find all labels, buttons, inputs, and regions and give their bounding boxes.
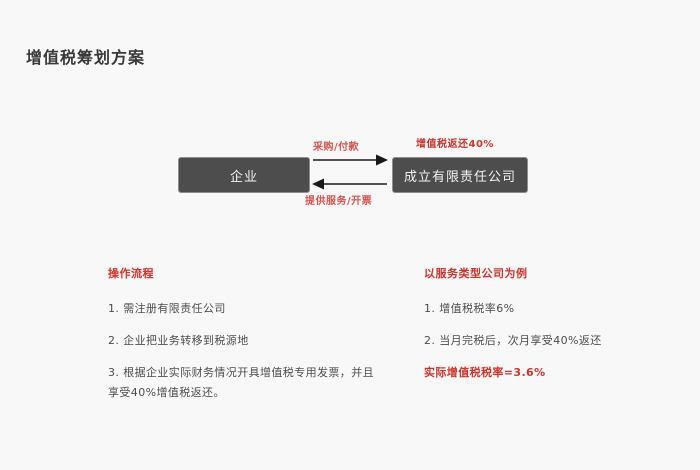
diagram-node-new-company: 成立有限责任公司 xyxy=(392,157,528,193)
diagram-annotation-vat-refund: 增值税返还40% xyxy=(416,139,494,150)
diagram-node-new-company-label: 成立有限责任公司 xyxy=(403,169,516,185)
arrow-label-purchase-payment: 采购/付款 xyxy=(313,142,360,153)
left-column-heading: 操作流程 xyxy=(108,267,154,280)
diagram-node-enterprise: 企业 xyxy=(178,157,310,193)
right-column-result: 实际增值税税率=3.6% xyxy=(424,366,546,380)
page-title: 增值税筹划方案 xyxy=(26,48,146,67)
flow-diagram: 企业 成立有限责任公司 采购/付款 提供服务/开票 增值税返还40% xyxy=(0,120,700,230)
right-column-item-2: 2. 当月完税后，次月享受40%返还 xyxy=(424,334,602,348)
arrow-pair-icon xyxy=(312,154,388,190)
right-column-heading: 以服务类型公司为例 xyxy=(424,267,528,280)
left-column-item-3-line-1: 3. 根据企业实际财务情况开具增值税专用发票，并且 xyxy=(108,366,374,380)
right-column-item-1: 1. 增值税税率6% xyxy=(424,301,515,315)
arrow-label-service-invoice: 提供服务/开票 xyxy=(305,196,373,207)
left-text-column: 操作流程 1. 需注册有限责任公司 2. 企业把业务转移到税源地 3. 根据企业… xyxy=(108,264,398,402)
left-column-item-1: 1. 需注册有限责任公司 xyxy=(108,301,226,315)
left-column-item-3-line-2: 享受40%增值税返还。 xyxy=(108,385,225,399)
diagram-arrows xyxy=(312,150,388,210)
left-column-item-3: 3. 根据企业实际财务情况开具增值税专用发票，并且 享受40%增值税返还。 xyxy=(108,363,398,402)
diagram-node-enterprise-label: 企业 xyxy=(229,169,258,185)
right-text-column: 以服务类型公司为例 1. 增值税税率6% 2. 当月完税后，次月享受40%返还 … xyxy=(424,264,654,383)
left-column-item-2: 2. 企业把业务转移到税源地 xyxy=(108,334,249,348)
